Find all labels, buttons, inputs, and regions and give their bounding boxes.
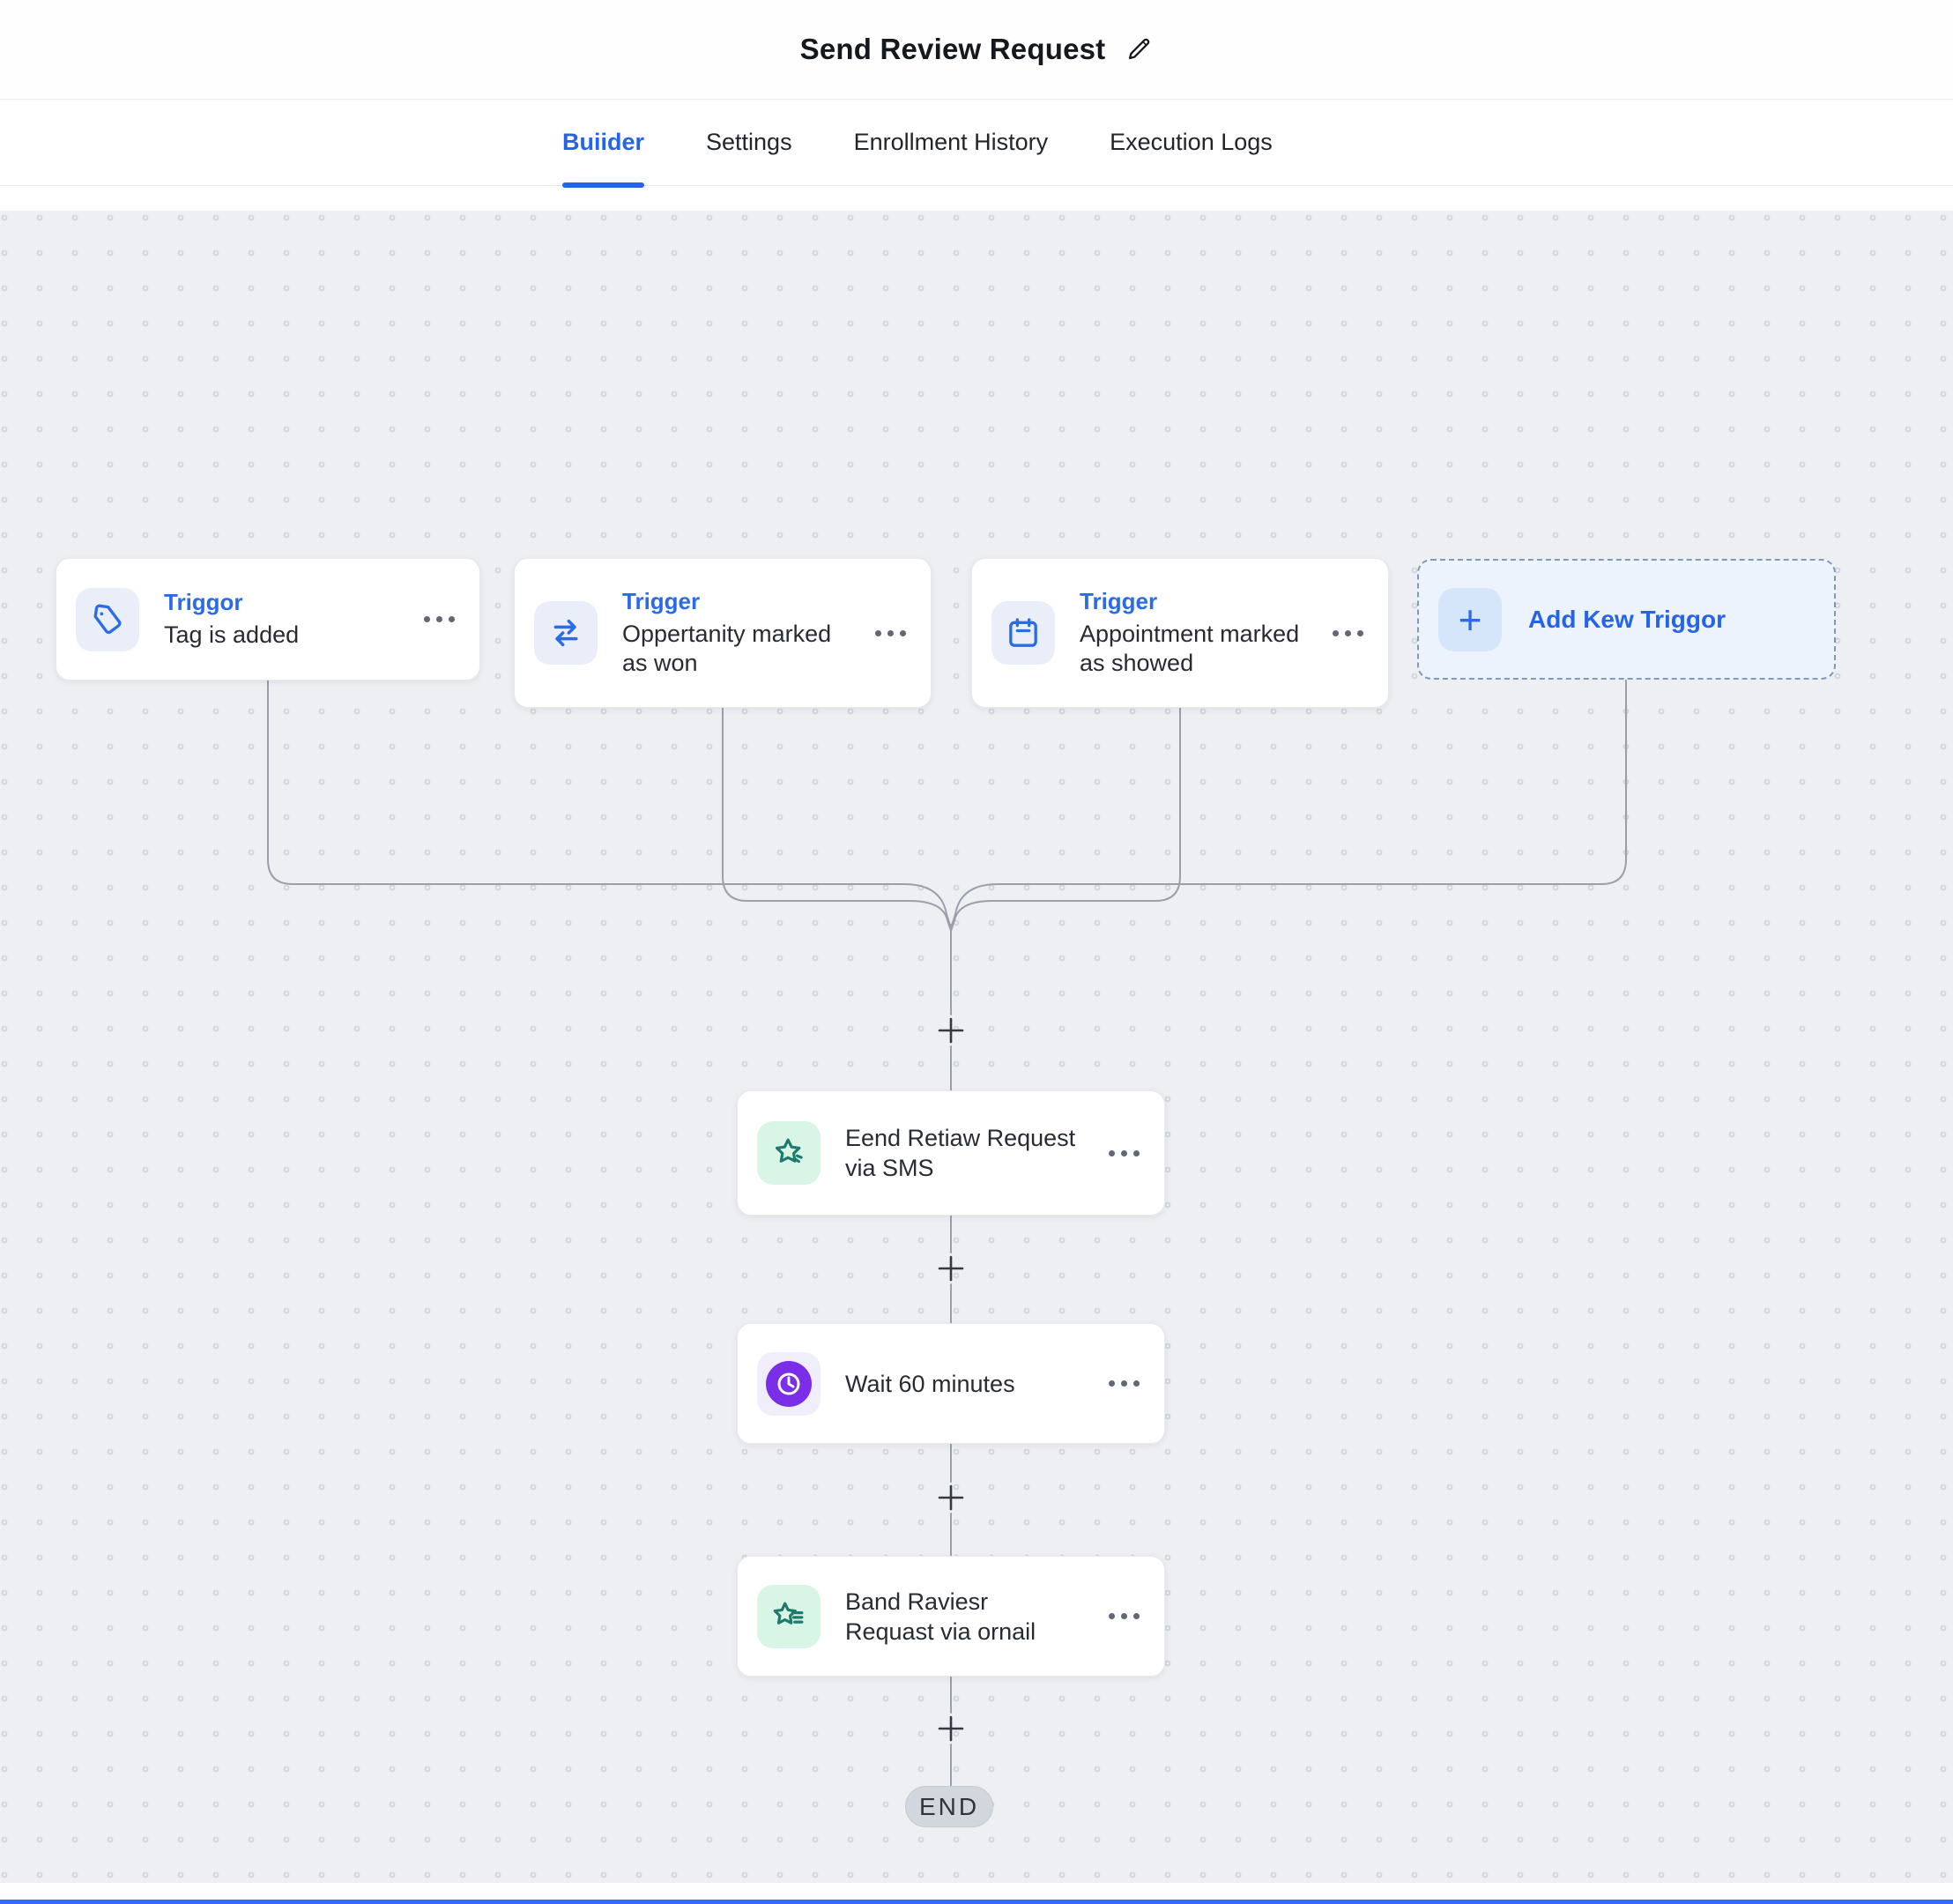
- plus-icon: [938, 1715, 964, 1742]
- plus-icon: [938, 1017, 964, 1044]
- edit-title-pencil-icon[interactable]: [1125, 35, 1153, 63]
- step-title: Band Raviesr Requast via ornail: [845, 1588, 1036, 1645]
- add-step-button[interactable]: [932, 1709, 970, 1748]
- add-step-button[interactable]: [932, 1478, 970, 1517]
- card-menu-button[interactable]: [873, 625, 908, 642]
- add-step-button[interactable]: [932, 1249, 970, 1288]
- trigger-title: Tag is added: [164, 621, 300, 648]
- trigger-label: Triggor: [164, 589, 243, 615]
- step-card-send-sms[interactable]: Eend Retiaw Request via SMS: [737, 1090, 1165, 1216]
- tag-icon: [76, 587, 139, 651]
- bottom-accent-line: [0, 1900, 1953, 1904]
- end-node: END: [905, 1786, 993, 1827]
- plus-icon: [938, 1255, 964, 1282]
- card-menu-button[interactable]: [1107, 1375, 1141, 1392]
- plus-icon: +: [1438, 587, 1502, 651]
- trigger-card-opportunity-won[interactable]: Trigger Oppertanity marked as won: [514, 558, 932, 708]
- tab-enrollment-history[interactable]: Enrollment History: [853, 129, 1049, 155]
- trigger-label: Trigger: [622, 588, 701, 614]
- star-sparkle-icon: [757, 1121, 821, 1185]
- trigger-label: Trigger: [1080, 588, 1158, 614]
- card-menu-button[interactable]: [1107, 1145, 1141, 1162]
- step-card-send-email[interactable]: Band Raviesr Requast via ornail: [737, 1556, 1165, 1677]
- swap-icon: [534, 601, 598, 665]
- trigger-title: Oppertanity marked as won: [622, 621, 832, 676]
- plus-icon: [938, 1484, 964, 1511]
- add-trigger-label: Add Kew Triggor: [1528, 605, 1726, 633]
- card-menu-button[interactable]: [1331, 625, 1365, 642]
- tab-execution-logs[interactable]: Execution Logs: [1110, 129, 1273, 155]
- page-title: Send Review Request: [799, 33, 1106, 65]
- add-new-trigger-button[interactable]: + Add Kew Triggor: [1417, 559, 1836, 680]
- calendar-icon: [991, 601, 1055, 665]
- clock-icon: [757, 1351, 821, 1416]
- connector-lines: [267, 678, 1627, 1787]
- step-title: Wait 60 minutes: [845, 1370, 1015, 1397]
- star-lines-icon: [757, 1584, 821, 1648]
- step-card-wait[interactable]: Wait 60 minutes: [737, 1323, 1165, 1444]
- trigger-title: Appointment marked as showed: [1080, 621, 1300, 676]
- trigger-card-tag-added[interactable]: Triggor Tag is added: [56, 558, 480, 681]
- card-menu-button[interactable]: [1107, 1608, 1141, 1625]
- active-tab-underline: [562, 182, 645, 188]
- workflow-header: Send Review Request: [0, 0, 1953, 100]
- step-title: Eend Retiaw Request via SMS: [845, 1125, 1076, 1181]
- trigger-card-appointment-showed[interactable]: Trigger Appointment marked as showed: [971, 558, 1389, 708]
- workflow-canvas[interactable]: Triggor Tag is added Trigger Oppertanity…: [0, 211, 1953, 1883]
- add-step-button[interactable]: [932, 1011, 970, 1050]
- tab-bar: Buiider Settings Enrollment History Exec…: [0, 100, 1953, 188]
- tab-builder[interactable]: Buiider: [562, 100, 645, 188]
- tab-settings[interactable]: Settings: [706, 129, 792, 155]
- card-menu-button[interactable]: [422, 611, 457, 628]
